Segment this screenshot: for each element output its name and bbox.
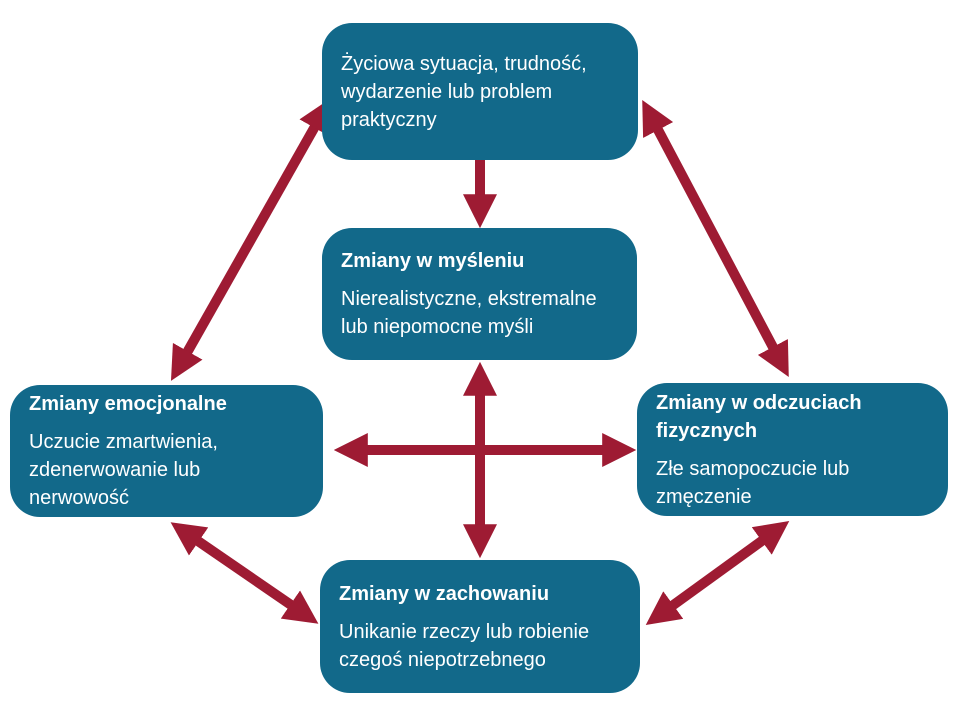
box-situation: Życiowa sytuacja, trudność, wydarzenie l… (322, 23, 638, 160)
box-emotional-text: Uczucie zmartwienia, zdenerwowanie lub n… (29, 431, 218, 509)
arrow-emotional-behaviour (170, 522, 319, 624)
box-situation-text: Życiowa sytuacja, trudność, wydarzenie l… (341, 52, 587, 131)
arrow-situation-emotional (170, 98, 332, 381)
box-emotional-changes: Zmiany emocjonalne Uczucie zmartwienia, … (10, 385, 323, 517)
box-thinking-text: Nierealistyczne, ekstremalne lub niepomo… (341, 288, 597, 338)
box-thinking-title: Zmiany w myśleniu (341, 250, 525, 272)
arrow-physical-behaviour (645, 521, 790, 625)
box-behaviour-changes: Zmiany w zachowaniu Unikanie rzeczy lub … (320, 560, 640, 693)
box-emotional-title: Zmiany emocjonalne (29, 393, 227, 415)
box-behaviour-title: Zmiany w zachowaniu (339, 582, 550, 605)
box-physical-changes: Zmiany w odczuciach fizycznych Złe samop… (637, 383, 948, 516)
arrow-situation-physical (642, 99, 789, 378)
box-thinking-changes: Zmiany w myśleniu Nierealistyczne, ekstr… (322, 228, 637, 360)
box-behaviour-text: Unikanie rzeczy lub robienie czegoś niep… (339, 620, 590, 671)
box-physical-title: Zmiany w odczuciach fizycznych (656, 391, 862, 442)
box-physical-text: Złe samopoczucie lub zmęczenie (656, 457, 850, 508)
